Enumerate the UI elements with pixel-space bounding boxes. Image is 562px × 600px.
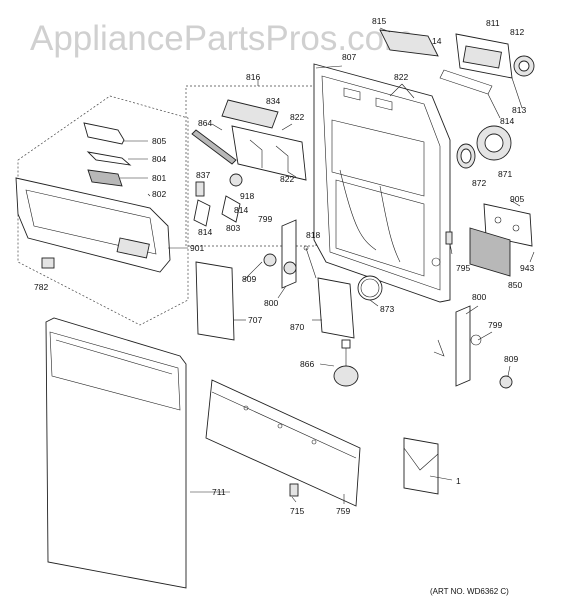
label-813: 813 — [512, 105, 526, 115]
part-809-a — [263, 253, 277, 267]
label-715: 715 — [290, 506, 304, 516]
label-782: 782 — [34, 282, 48, 292]
label-901: 901 — [190, 243, 204, 253]
label-812: 812 — [510, 27, 524, 37]
label-707: 707 — [248, 315, 262, 325]
label-872: 872 — [472, 178, 486, 188]
part-814 — [221, 195, 241, 223]
kick-plate-759 — [205, 379, 361, 507]
part-799-bracket — [281, 219, 297, 289]
control-panel-group — [15, 95, 189, 326]
label-871: 871 — [498, 169, 512, 179]
label-795: 795 — [456, 263, 470, 273]
label-802: 802 — [152, 189, 166, 199]
part-latch — [231, 125, 307, 181]
label-801: 801 — [152, 173, 166, 183]
label-800a: 800 — [264, 298, 278, 308]
part-850 — [469, 227, 511, 277]
part-800-bracket — [455, 305, 471, 387]
label-815: 815 — [372, 16, 386, 26]
label-866: 866 — [300, 359, 314, 369]
part-803 — [193, 199, 211, 227]
art-number: (ART NO. WD6362 C) — [430, 587, 509, 596]
hinge-group-upper — [195, 219, 383, 387]
label-918: 918 — [240, 191, 254, 201]
label-834: 834 — [266, 96, 280, 106]
label-799a: 799 — [258, 214, 272, 224]
label-800b: 800 — [472, 292, 486, 302]
label-816: 816 — [246, 72, 260, 82]
inner-door — [313, 63, 451, 303]
part-707 — [195, 261, 235, 341]
label-805: 805 — [152, 136, 166, 146]
part-873 — [357, 275, 383, 301]
label-822a: 822 — [290, 112, 304, 122]
label-818: 818 — [306, 230, 320, 240]
part-804 — [86, 151, 132, 166]
label-873: 873 — [380, 304, 394, 314]
label-14: 14 — [432, 36, 442, 46]
part-918 — [229, 173, 243, 187]
label-943: 943 — [520, 263, 534, 273]
part-837 — [195, 181, 205, 197]
label-870: 870 — [290, 322, 304, 332]
label-759: 759 — [336, 506, 350, 516]
label-850: 850 — [508, 280, 522, 290]
leader-lines — [120, 27, 535, 504]
part-805 — [83, 122, 125, 145]
dispenser-group — [379, 29, 535, 169]
label-814c: 814 — [500, 116, 514, 126]
label-804: 804 — [152, 154, 166, 164]
label-807: 807 — [342, 52, 356, 62]
label-809a: 809 — [242, 274, 256, 284]
part-870 — [317, 277, 355, 339]
label-822c: 822 — [394, 72, 408, 82]
part-795 — [445, 231, 453, 245]
label-1: 1 — [456, 476, 461, 486]
label-837: 837 — [196, 170, 210, 180]
part-866 — [333, 365, 359, 387]
latch-assembly-group — [185, 85, 317, 247]
part-labels: 805 804 801 802 901 782 816 834 864 822 … — [34, 16, 534, 596]
part-1-envelope — [403, 437, 439, 495]
part-809-b — [499, 375, 513, 389]
hinge-group-lower — [433, 305, 513, 389]
label-905: 905 — [510, 194, 524, 204]
part-801 — [87, 169, 123, 187]
label-814b: 814 — [198, 227, 212, 237]
part-715 — [289, 483, 299, 497]
outer-door-711 — [45, 317, 187, 589]
part-864 — [191, 129, 237, 165]
label-711: 711 — [212, 487, 226, 497]
label-864: 864 — [198, 118, 212, 128]
label-809b: 809 — [504, 354, 518, 364]
watermark: AppliancePartsPros.com — [30, 19, 413, 58]
label-822b: 822 — [280, 174, 294, 184]
label-799b: 799 — [488, 320, 502, 330]
part-815 — [379, 29, 439, 57]
detergent-group — [445, 203, 533, 277]
part-782 — [41, 257, 55, 269]
label-814a: 814 — [234, 205, 248, 215]
label-803: 803 — [226, 223, 240, 233]
part-834 — [221, 99, 279, 129]
label-811: 811 — [486, 18, 500, 28]
